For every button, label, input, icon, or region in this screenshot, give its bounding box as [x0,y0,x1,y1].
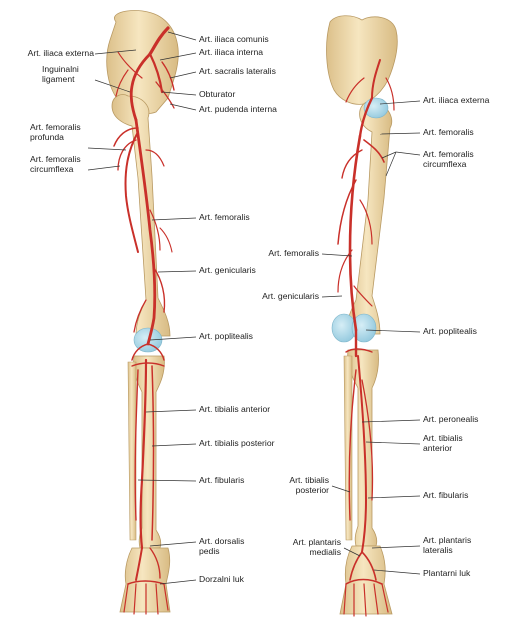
label-genicularis-right: Art. genicularis [262,292,319,302]
label-dorsalis-pedis-line2: pedis [199,547,220,557]
label-tibialis-posterior-left: Art. tibialis posterior [199,439,274,449]
label-iliaca-externa-right: Art. iliaca externa [423,96,489,106]
tibia-bone-left [134,356,165,548]
femur-bone-left [112,94,170,336]
posterior-view [327,16,398,616]
anterior-view [107,10,179,614]
label-femoralis-right-mid: Art. femoralis [268,249,319,259]
label-iliaca-externa-left: Art. iliaca externa [28,49,94,59]
label-iliaca-comunis: Art. iliaca comunis [199,35,269,45]
label-femoralis-circumflexa-right-line2: circumflexa [423,160,466,170]
label-sacralis-lateralis: Art. sacralis lateralis [199,67,276,77]
label-plantarni-luk: Plantarni luk [423,569,470,579]
label-iliaca-interna: Art. iliaca interna [199,48,263,58]
label-pudenda-interna: Art. pudenda interna [199,105,277,115]
label-femoralis-circumflexa-left-line2: circumflexa [30,165,73,175]
label-dorzalni-luk: Dorzalni luk [199,575,244,585]
label-peronealis: Art. peronealis [423,415,478,425]
label-plantaris-lateralis-line2: lateralis [423,546,453,556]
label-plantaris-medialis-line2: medialis [309,548,341,558]
label-fibularis-right: Art. fibularis [423,491,468,501]
label-poplitealis-left: Art. poplitealis [199,332,253,342]
label-tibialis-posterior-right-line2: posterior [296,486,329,496]
label-obturator: Obturator [199,90,235,100]
label-inguinalni-line2: ligament [42,75,74,85]
foot-bones-left [120,548,170,612]
label-tibialis-anterior-right-line2: anterior [423,444,452,454]
pelvis-bone-right [327,16,398,105]
tibia-bone-right [348,350,379,546]
label-fibularis-left: Art. fibularis [199,476,244,486]
label-femoralis-left: Art. femoralis [199,213,250,223]
label-genicularis-left: Art. genicularis [199,266,256,276]
label-poplitealis-right: Art. poplitealis [423,327,477,337]
fibula-bone-right [344,356,352,540]
label-femoralis-right-top: Art. femoralis [423,128,474,138]
label-femoralis-profunda-line2: profunda [30,133,64,143]
label-tibialis-anterior-left: Art. tibialis anterior [199,405,270,415]
fibula-bone-left [128,362,136,540]
